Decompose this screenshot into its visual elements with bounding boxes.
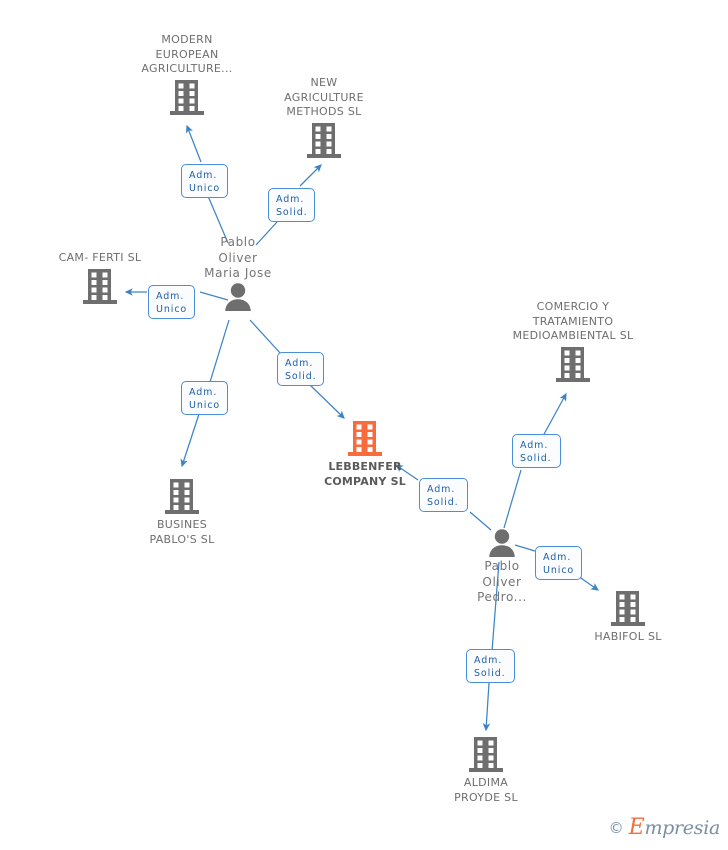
relation-tag-adm-unico-camferti[interactable]: Adm. Unico [148,285,195,319]
edge-adm-solid-aldima-to-aldima [482,682,491,732]
company-label-new-agriculture-methods: NEW AGRICULTURE METHODS SL [284,76,364,118]
edge-p1-to-adm-unico-busines [209,319,230,383]
relation-tag-line1: Adm. [276,194,305,205]
relation-tag-line1: Adm. [543,552,572,563]
relation-tag-line2: Solid. [276,207,308,218]
edge-adm-solid-newagri-to-newagri [299,164,322,187]
empresia-logo-rest: mpresia [644,817,720,839]
relation-tag-line1: Adm. [474,655,503,666]
relation-tag-line2: Unico [156,304,188,315]
company-building-icon[interactable] [117,77,257,117]
relation-tag-adm-solid-aldima[interactable]: Adm. Solid. [466,649,515,683]
empresia-watermark: © Empresia [608,815,721,840]
relation-tag-adm-solid-newagri[interactable]: Adm. Solid. [268,188,315,222]
relation-tag-line2: Unico [543,565,575,576]
company-label-habifol: HABIFOL SL [594,630,662,643]
relation-tag-line1: Adm. [189,170,218,181]
edge-p2-to-adm-solid-comercio [503,469,522,529]
edge-adm-solid-lebbenfer-to-lebbenfer [308,383,345,419]
edge-adm-unico-busines-to-busines [180,413,200,468]
company-label-busines-pablos: BUSINES PABLO'S SL [149,518,215,546]
relation-tag-line1: Adm. [520,440,549,451]
person-label-pablo-oliver-pedro: Pablo Oliver Pedro... [477,559,527,604]
company-node-comercio-tratamiento-medioambiental[interactable]: COMERCIO Y TRATAMIENTO MEDIOAMBIENTAL SL [490,300,656,384]
edge-p1-to-adm-solid-lebbenfer [249,319,282,355]
relation-tag-line2: Solid. [427,497,459,508]
relation-tag-line2: Solid. [285,371,317,382]
relation-tag-line1: Adm. [189,387,218,398]
copyright-icon: © [608,818,624,837]
company-label-lebbenfer-company: LEBBENFER COMPANY SL [324,460,406,488]
company-building-icon[interactable] [41,266,159,306]
relation-tag-line1: Adm. [427,484,456,495]
company-label-aldima-proyde: ALDIMA PROYDE SL [454,776,518,804]
company-node-aldima-proyde[interactable]: ALDIMA PROYDE SL [424,734,548,805]
relation-tag-adm-solid-lebbenfer[interactable]: Adm. Solid. [277,352,324,386]
person-node-pablo-oliver-maria-jose[interactable]: Pablo Oliver Maria Jose [178,235,298,312]
company-node-modern-european-agriculture[interactable]: MODERN EUROPEAN AGRICULTURE... [117,33,257,117]
company-node-busines-pablos[interactable]: BUSINES PABLO'S SL [115,476,249,547]
company-label-comercio-tratamiento-medioambiental: COMERCIO Y TRATAMIENTO MEDIOAMBIENTAL SL [512,300,634,342]
company-building-icon[interactable] [115,476,249,516]
relation-tag-line1: Adm. [285,358,314,369]
relation-tag-adm-unico-modern[interactable]: Adm. Unico [181,164,228,198]
company-node-lebbenfer-company[interactable]: LEBBENFER COMPANY SL [298,418,432,489]
company-building-icon[interactable] [424,734,548,774]
empresia-logo: Empresia [628,815,721,840]
company-label-cam-ferti: CAM- FERTI SL [58,251,142,264]
company-node-new-agriculture-methods[interactable]: NEW AGRICULTURE METHODS SL [258,76,390,160]
person-icon[interactable] [178,282,298,312]
company-building-icon[interactable] [490,344,656,384]
relation-tag-line2: Solid. [520,453,552,464]
relation-tag-adm-unico-busines[interactable]: Adm. Unico [181,381,228,415]
company-building-icon[interactable] [570,588,686,628]
person-icon[interactable] [442,528,562,558]
company-node-cam-ferti[interactable]: CAM- FERTI SL [41,251,159,306]
company-building-icon[interactable] [258,120,390,160]
edge-adm-unico-modern-to-modern [185,124,202,163]
company-building-icon-highlighted[interactable] [298,418,432,458]
person-node-pablo-oliver-pedro[interactable]: Pablo Oliver Pedro... [442,528,562,606]
relation-tag-line2: Unico [189,400,221,411]
company-label-modern-european-agriculture: MODERN EUROPEAN AGRICULTURE... [141,33,233,75]
edge-adm-solid-comercio-to-comercio [542,392,567,437]
relation-tag-line1: Adm. [156,291,185,302]
person-label-pablo-oliver-maria-jose: Pablo Oliver Maria Jose [204,235,272,280]
company-node-habifol[interactable]: HABIFOL SL [570,588,686,645]
relation-tag-adm-solid-lebbenfer-2[interactable]: Adm. Solid. [419,478,468,512]
relation-tag-line2: Unico [189,183,221,194]
relation-tag-adm-solid-comercio[interactable]: Adm. Solid. [512,434,561,468]
relation-tag-adm-unico-habifol[interactable]: Adm. Unico [535,546,582,580]
relation-tag-line2: Solid. [474,668,506,679]
empresia-logo-capital: E [628,815,645,840]
